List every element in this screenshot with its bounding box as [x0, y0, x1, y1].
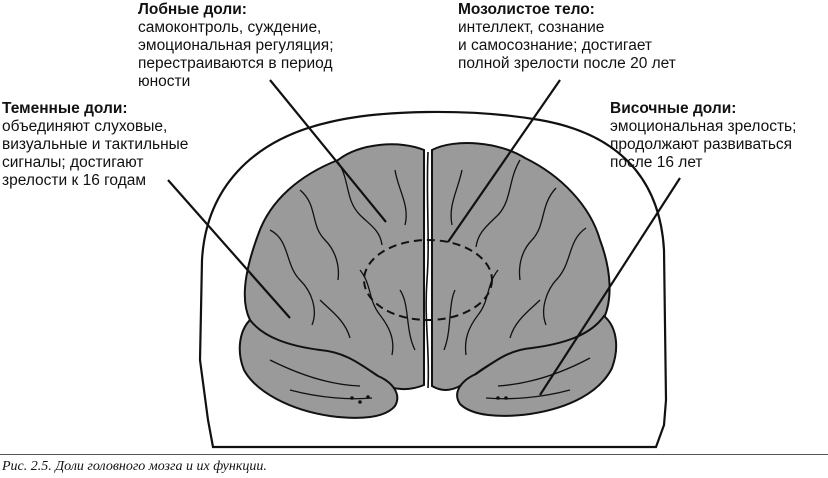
corpus-callosum-outline: [363, 239, 493, 321]
caption-divider: [0, 454, 828, 455]
temporal-dots: [350, 395, 508, 404]
parietal-lobes-label: Теменные доли: объединяют слуховые, визу…: [2, 100, 188, 190]
temporal-lobes-title: Височные доли:: [610, 100, 737, 117]
parietal-lobes-line: визуальные и тактильные: [2, 136, 189, 153]
right-temporal-lobe: [456, 314, 618, 417]
right-gyri: [443, 159, 591, 400]
temporal-lobes-line: эмоциональная зрелость;: [610, 118, 797, 135]
temporal-lobes-label: Височные доли: эмоциональная зрелость; п…: [610, 100, 796, 172]
leader-line-frontal: [269, 79, 387, 223]
longitudinal-fissure: [425, 151, 430, 389]
figure-caption: Рис. 2.5. Доли головного мозга и их функ…: [2, 459, 267, 475]
frontal-lobes-title: Лобные доли:: [138, 1, 247, 18]
left-temporal-lobe: [238, 318, 399, 419]
leader-line-parietal: [167, 179, 291, 319]
parietal-lobes-line: зрелости к 16 годам: [2, 172, 147, 189]
caption-prefix: Рис. 2.5.: [2, 459, 52, 474]
parietal-lobes-line: объединяют слуховые,: [2, 118, 168, 135]
corpus-callosum-title: Мозолистое тело:: [458, 1, 595, 18]
frontal-lobes-line: юности: [138, 73, 191, 90]
temporal-lobes-line: продолжают развиваться: [610, 136, 793, 153]
head-outline: [198, 110, 668, 449]
temporal-lobes-line: после 16 лет: [610, 154, 703, 171]
frontal-lobes-line: эмоциональная регуляция;: [138, 37, 334, 54]
leader-line-corpus-callosum: [447, 79, 561, 243]
corpus-callosum-line: и самосознание; достигает: [458, 37, 653, 54]
parietal-lobes-title: Теменные доли:: [2, 100, 128, 117]
frontal-lobes-line: самоконтроль, суждение,: [138, 19, 322, 36]
frontal-lobes-label: Лобные доли: самоконтроль, суждение, эмо…: [138, 1, 334, 91]
leader-line-temporal: [539, 177, 681, 396]
caption-text: Доли головного мозга и их функции.: [51, 459, 267, 474]
corpus-callosum-line: интеллект, сознание: [458, 19, 605, 36]
corpus-callosum-label: Мозолистое тело: интеллект, сознание и с…: [458, 1, 676, 73]
parietal-lobes-line: сигналы; достигают: [2, 154, 144, 171]
left-gyri: [269, 161, 416, 400]
corpus-callosum-line: полной зрелости после 20 лет: [458, 55, 676, 72]
frontal-lobes-line: перестраиваются в период: [138, 55, 333, 72]
